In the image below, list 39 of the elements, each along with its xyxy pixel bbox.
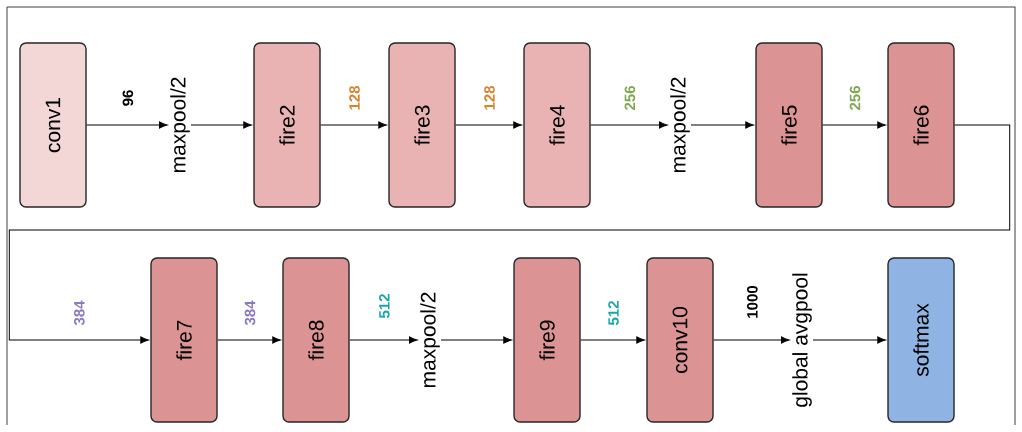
layer-box: conv10	[646, 257, 714, 423]
layer-box: softmax	[887, 257, 955, 423]
pooling-label: maxpool/2	[420, 292, 440, 388]
arrow	[440, 336, 512, 344]
pooling-label: maxpool/2	[670, 77, 690, 173]
arrow	[590, 121, 668, 129]
arrow	[320, 121, 387, 129]
arrow	[217, 336, 281, 344]
arrow	[812, 336, 886, 344]
pooling-label: maxpool/2	[170, 77, 190, 173]
layer-box: fire2	[253, 42, 321, 208]
arrow	[455, 121, 522, 129]
layer-box: conv1	[19, 42, 87, 208]
arrow	[349, 336, 418, 344]
layer-box: fire4	[523, 42, 591, 208]
layer-box: fire6	[887, 42, 955, 208]
channel-count: 384	[243, 299, 257, 327]
layer-box: fire8	[282, 257, 350, 423]
arrow	[713, 336, 790, 344]
arrow	[822, 121, 886, 129]
arrow	[190, 121, 252, 129]
channel-count: 128	[348, 84, 361, 112]
arrow	[8, 124, 1011, 344]
layer-box: fire9	[513, 257, 581, 423]
arrow	[580, 336, 645, 344]
channel-count: 256	[848, 84, 862, 112]
arrow	[86, 121, 168, 129]
pooling-label: global avgpool	[792, 273, 812, 407]
layer-box: fire7	[150, 257, 218, 423]
channel-count: 384	[73, 299, 86, 327]
channel-count: 256	[623, 84, 637, 112]
arrow	[690, 121, 754, 129]
channel-count: 1000	[746, 284, 759, 320]
channel-count: 512	[378, 292, 391, 320]
channel-count: 96	[121, 88, 135, 108]
channel-count: 512	[607, 299, 620, 327]
layer-box: fire5	[755, 42, 823, 208]
channel-count: 128	[483, 84, 496, 112]
layer-box: fire3	[388, 42, 456, 208]
